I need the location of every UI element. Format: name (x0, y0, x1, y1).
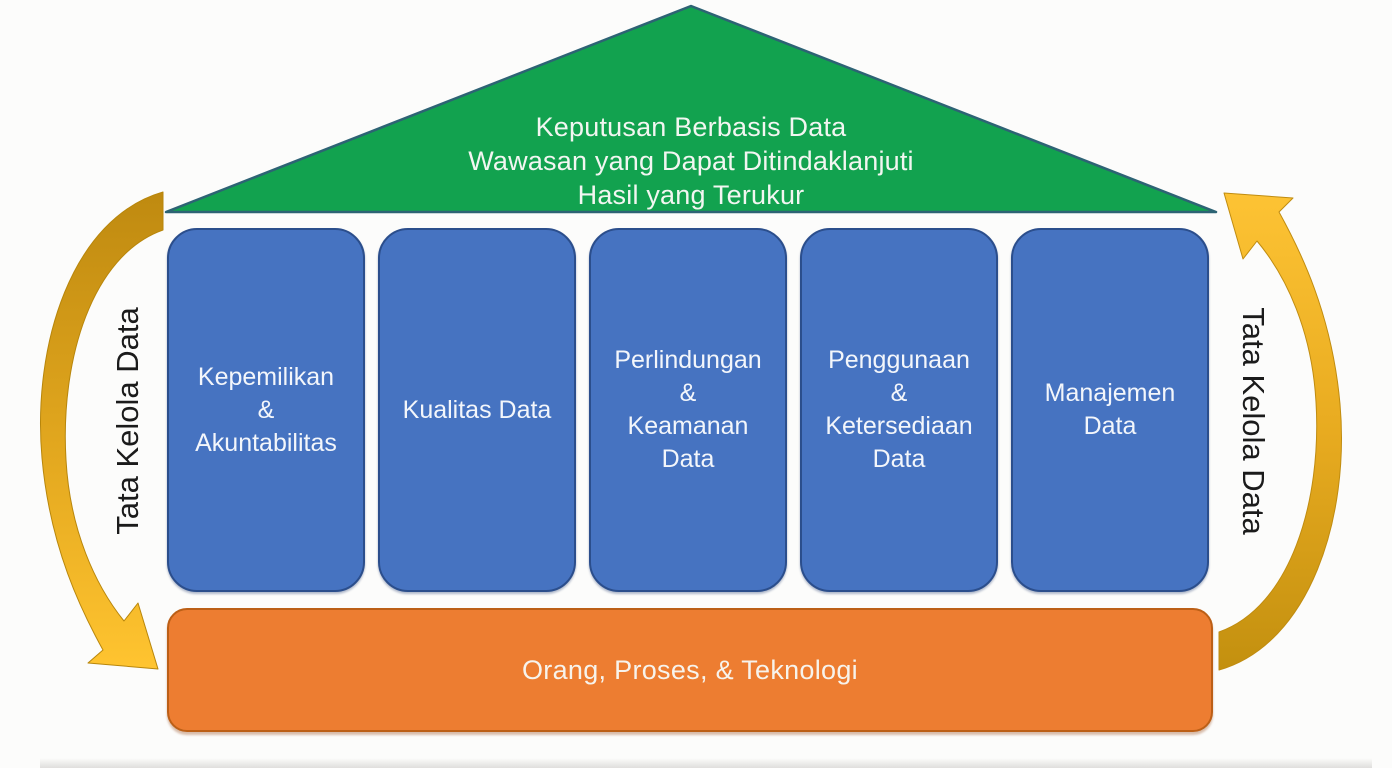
pillar-kepemilikan-akuntabilitas: Kepemilikan & Akuntabilitas (167, 228, 365, 592)
pillar-label: Penggunaan & Ketersediaan Data (825, 344, 972, 476)
pillar-label-line: Perlindungan (614, 346, 762, 374)
pillar-manajemen-data: Manajemen Data (1011, 228, 1209, 592)
pillar-label-line: & (890, 379, 908, 407)
pillar-label-line: Kualitas Data (402, 395, 552, 424)
roof-caption: Keputusan Berbasis Data Wawasan yang Dap… (341, 110, 1041, 212)
pillar-label: Kepemilikan & Akuntabilitas (195, 361, 337, 460)
curved-arrow-down-icon (40, 191, 164, 670)
left-governance-label: Tata Kelola Data (110, 307, 145, 535)
pillar-label-line: Data (872, 445, 926, 473)
pillar-label-line: Keamanan (627, 412, 749, 440)
roof-caption-line: Hasil yang Terukur (577, 180, 805, 210)
pillar-label-line: & (679, 379, 697, 407)
roof-caption-line: Wawasan yang Dapat Ditindaklanjuti (468, 146, 914, 176)
pillar-label: Perlindungan & Keamanan Data (614, 344, 761, 476)
pillar-label-line: Penggunaan (828, 346, 970, 374)
pillar-penggunaan-ketersediaan-data: Penggunaan & Ketersediaan Data (800, 228, 998, 592)
pillar-label-line: Manajemen (1044, 379, 1176, 407)
pillar-label: Kualitas Data (403, 394, 552, 427)
pillar-label-line: Data (661, 445, 715, 473)
pillar-label-line: Akuntabilitas (195, 428, 337, 457)
pillar-label-line: Data (1083, 412, 1137, 440)
roof-caption-line: Keputusan Berbasis Data (535, 112, 847, 142)
right-governance-label: Tata Kelola Data (1236, 307, 1271, 535)
pillar-row: Kepemilikan & Akuntabilitas Kualitas Dat… (167, 228, 1209, 592)
pillar-label: Manajemen Data (1045, 377, 1176, 443)
foundation-bar: Orang, Proses, & Teknologi (167, 608, 1213, 732)
pillar-kualitas-data: Kualitas Data (378, 228, 576, 592)
roof-triangle (164, 4, 1218, 214)
foundation-label: Orang, Proses, & Teknologi (522, 654, 858, 685)
pillar-label-line: Kepemilikan (197, 362, 335, 391)
pillar-label-line: & (257, 395, 275, 424)
pillar-perlindungan-keamanan-data: Perlindungan & Keamanan Data (589, 228, 787, 592)
pillar-label-line: Ketersediaan (825, 412, 973, 440)
curved-arrow-up-icon (1218, 192, 1342, 671)
